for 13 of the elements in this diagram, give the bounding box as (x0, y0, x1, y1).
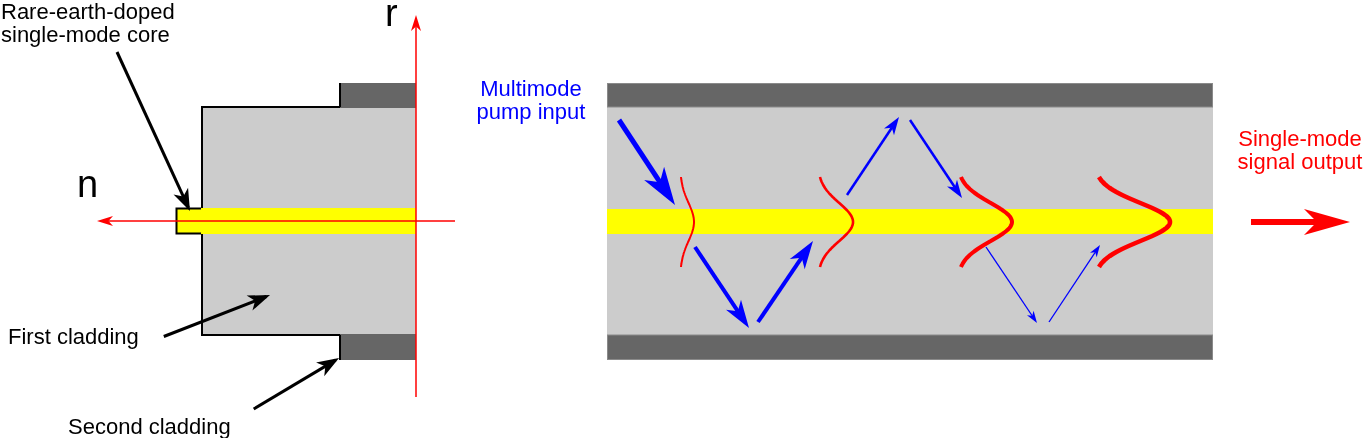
leader-arrow (163, 295, 271, 338)
callout-label: Second cladding (68, 415, 231, 438)
annotation-label: Multimode pump input (475, 77, 587, 123)
leader-arrow (252, 358, 340, 411)
annotation-label: Single-mode signal output (1236, 127, 1364, 173)
leader-arrow (115, 51, 190, 212)
axis-label: n (77, 171, 99, 197)
outer-cladding-band (340, 83, 416, 108)
core-strip (176, 208, 416, 234)
callout-label: Rare-earth-doped single-mode core (1, 0, 179, 46)
axis-label: r (385, 0, 398, 26)
callout-label: First cladding (8, 325, 139, 348)
outer-cladding-band (340, 334, 416, 360)
